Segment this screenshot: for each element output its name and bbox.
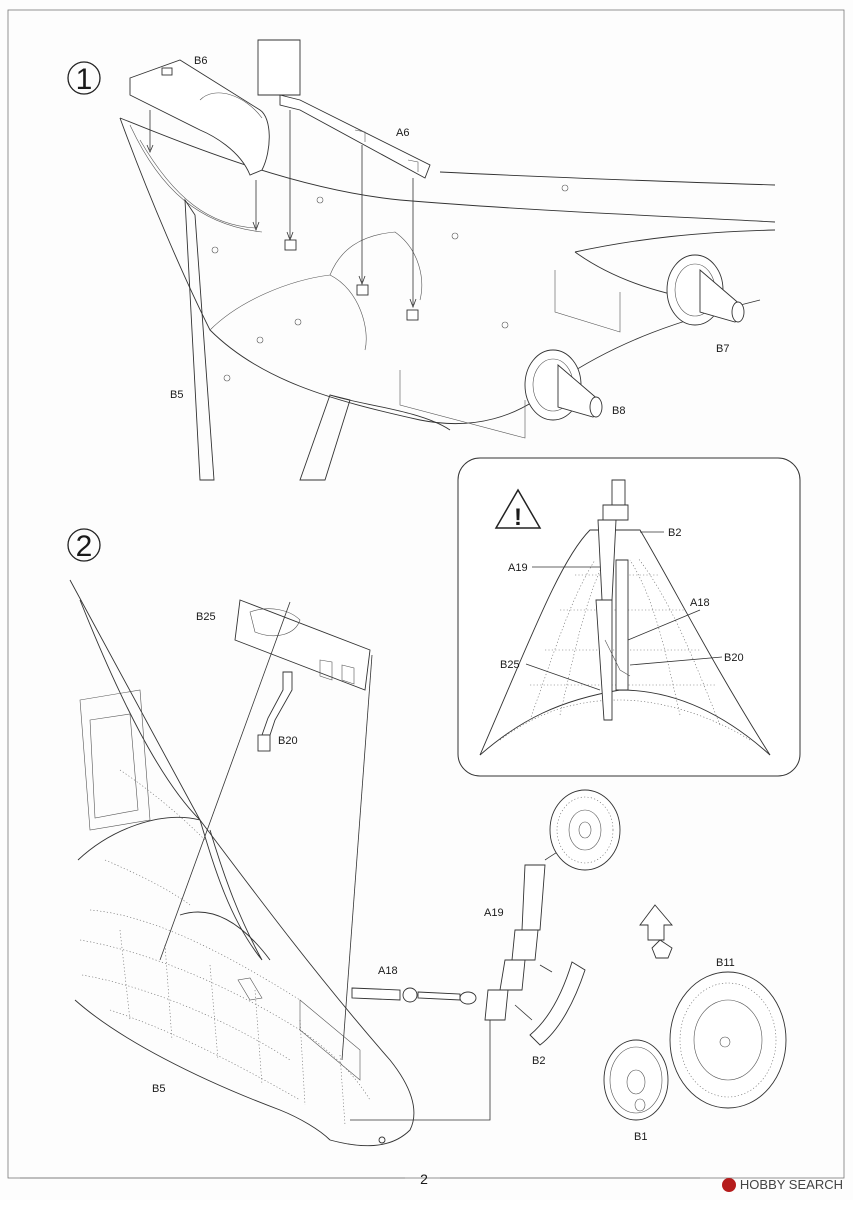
detail-label-b2: B2 xyxy=(668,527,681,539)
warning-symbol: ! xyxy=(514,504,522,531)
part-a6 xyxy=(257,39,431,179)
page-number: 2 xyxy=(420,1171,428,1187)
detail-label-b25: B25 xyxy=(500,659,520,671)
copyright-logo-icon xyxy=(721,1177,736,1192)
detail-inset: ! B2 A19 A18 B20 B xyxy=(457,457,801,777)
part-b2 xyxy=(529,961,586,1046)
detail-label-a18: A18 xyxy=(690,597,710,609)
step-2-fuselage xyxy=(69,579,415,1147)
detail-label-a19: A19 xyxy=(508,562,528,574)
view-direction-arrow xyxy=(639,904,673,959)
part-b7 xyxy=(666,254,745,326)
label-b8: B8 xyxy=(612,405,625,417)
step-2-number: 2 xyxy=(76,530,93,563)
step-2: 2 B5 xyxy=(67,528,787,1147)
step-1-badge xyxy=(67,61,101,95)
label-a18: A18 xyxy=(378,965,398,977)
part-b8 xyxy=(524,349,603,421)
part-b20 xyxy=(257,671,293,752)
warning-triangle-icon xyxy=(494,488,542,529)
detail-nose xyxy=(479,479,771,756)
label-b11: B11 xyxy=(716,957,735,969)
label-b7: B7 xyxy=(716,343,729,355)
page-border xyxy=(7,9,845,1179)
step-1-fuselage xyxy=(119,117,776,481)
nose-wheel xyxy=(549,789,621,871)
label-b6: B6 xyxy=(194,55,207,67)
watermark: HOBBY SEARCH xyxy=(721,1177,843,1192)
step-1-number: 1 xyxy=(76,63,93,96)
label-b25: B25 xyxy=(196,611,216,623)
label-b20: B20 xyxy=(278,735,298,747)
step-2-badge xyxy=(67,528,101,562)
label-b5: B5 xyxy=(170,389,183,401)
label-b2: B2 xyxy=(532,1055,545,1067)
detail-label-b20: B20 xyxy=(724,652,744,664)
label-b5: B5 xyxy=(152,1083,165,1095)
part-b1 xyxy=(603,1039,669,1121)
part-b11 xyxy=(669,971,787,1109)
watermark-text: HOBBY SEARCH xyxy=(739,1177,843,1192)
label-b1: B1 xyxy=(634,1131,647,1143)
part-a18 xyxy=(351,987,477,1005)
step-1: 1 B xyxy=(67,39,776,481)
label-a6: A6 xyxy=(396,127,409,139)
label-a19: A19 xyxy=(484,907,504,919)
part-b6 xyxy=(129,59,270,176)
detail-frame xyxy=(457,457,801,777)
step-1-arrows xyxy=(146,110,419,321)
part-b25 xyxy=(234,599,371,691)
part-a19 xyxy=(484,834,581,1021)
